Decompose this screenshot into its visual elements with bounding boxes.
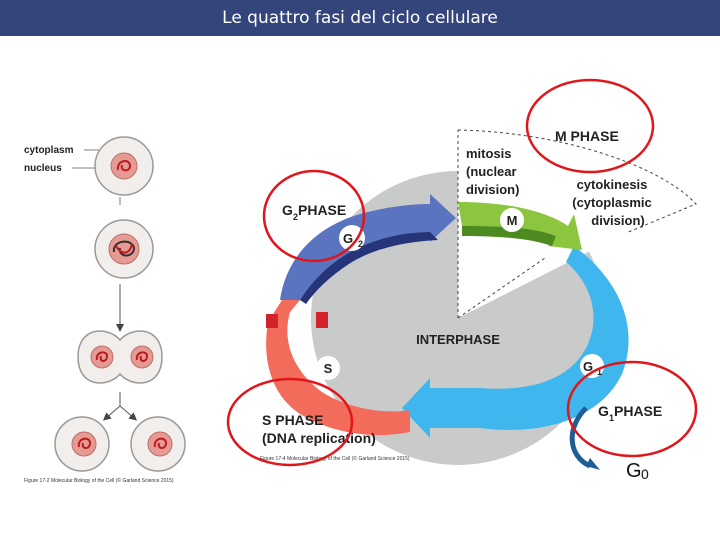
g2-phase-arc-edge bbox=[300, 232, 438, 304]
g2-badge: G 2 bbox=[339, 225, 365, 251]
svg-text:M: M bbox=[507, 213, 518, 228]
cell-division-panel: cytoplasm nucleus bbox=[24, 136, 186, 484]
slide-title: Le quattro fasi del ciclo cellulare bbox=[0, 0, 720, 36]
svg-text:PHASE: PHASE bbox=[298, 202, 346, 218]
highlight-g2-phase bbox=[262, 169, 366, 263]
right-panel-caption: Figure 17-4 Molecular Biology of the Cel… bbox=[260, 455, 410, 462]
highlight-m-phase bbox=[525, 78, 655, 174]
mitosis-label-2: (nuclear bbox=[466, 164, 517, 179]
m-phase-outer-boundary bbox=[457, 129, 697, 234]
daughter-cell-left bbox=[54, 416, 110, 472]
svg-text:G: G bbox=[598, 403, 609, 419]
s-phase-tab-left bbox=[266, 314, 278, 328]
daughter-cell-right bbox=[130, 416, 186, 472]
svg-text:2: 2 bbox=[358, 239, 363, 249]
g0-loop-arrow bbox=[569, 406, 592, 469]
highlight-circles bbox=[226, 78, 698, 467]
g1-phase-label: G 1 PHASE bbox=[598, 403, 662, 423]
s-phase-tab-right bbox=[316, 312, 328, 328]
svg-text:1: 1 bbox=[609, 413, 614, 423]
g0-arrow-head bbox=[586, 458, 600, 470]
nucleus-label: nucleus bbox=[24, 163, 62, 174]
mitosis-label-3: division) bbox=[466, 182, 519, 197]
g2-phase-label: G 2 PHASE bbox=[282, 202, 346, 222]
m-badge: M bbox=[500, 208, 524, 232]
highlight-g1-phase bbox=[566, 360, 698, 458]
cell-stage-3 bbox=[77, 330, 163, 384]
arrow-split-right bbox=[119, 405, 138, 421]
cytokinesis-label-3: division) bbox=[591, 213, 644, 228]
interphase-label: INTERPHASE bbox=[416, 332, 500, 347]
arrow-split-left bbox=[102, 405, 121, 421]
g0-label: G 0 bbox=[626, 460, 649, 482]
g1-badge: G 1 bbox=[580, 354, 604, 378]
s-badge: S bbox=[316, 356, 340, 380]
left-panel-caption: Figure 17-2 Molecular Biology of the Cel… bbox=[24, 477, 174, 484]
svg-text:G: G bbox=[583, 359, 593, 374]
cytoplasm-label: cytoplasm bbox=[24, 145, 74, 156]
m-phase-arc-edge bbox=[462, 226, 556, 246]
mitosis-label-1: mitosis bbox=[466, 146, 512, 161]
svg-text:2: 2 bbox=[293, 212, 298, 222]
cell-cycle-wheel: M G 2 S G 1 M PHASE mitosis (nuclear div… bbox=[260, 128, 697, 482]
svg-text:S: S bbox=[324, 361, 333, 376]
svg-text:G: G bbox=[343, 231, 353, 246]
svg-text:G: G bbox=[626, 460, 642, 482]
svg-text:1: 1 bbox=[597, 367, 602, 377]
cell-stage-2 bbox=[94, 219, 154, 279]
m-phase-label: M PHASE bbox=[555, 128, 619, 144]
cytokinesis-label-2: (cytoplasmic bbox=[572, 195, 651, 210]
s-phase-label: S PHASE bbox=[262, 412, 323, 428]
cytokinesis-label-1: cytokinesis bbox=[577, 177, 648, 192]
svg-text:0: 0 bbox=[641, 466, 649, 482]
highlight-s-phase bbox=[226, 377, 354, 467]
svg-text:G: G bbox=[282, 202, 293, 218]
g2-phase-arc bbox=[280, 194, 456, 300]
svg-text:PHASE: PHASE bbox=[614, 403, 662, 419]
cell-stage-1 bbox=[94, 136, 154, 196]
s-phase-arc bbox=[266, 300, 410, 436]
s-phase-desc: (DNA replication) bbox=[262, 430, 376, 446]
